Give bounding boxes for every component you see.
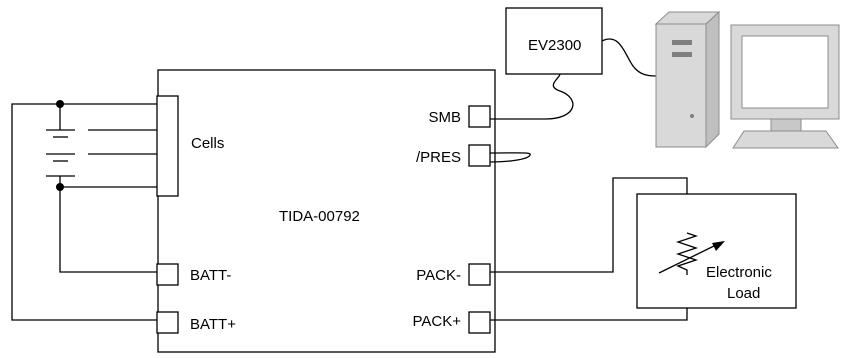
ev2300-box [505, 7, 603, 75]
pack-minus-connector [468, 263, 491, 286]
batt-minus-wire [59, 187, 157, 273]
pack-minus-label: PACK- [416, 267, 461, 284]
battery-icon [46, 104, 75, 187]
batt-minus-connector [156, 263, 179, 286]
pres-connector [468, 144, 491, 167]
batt-minus-label: BATT- [190, 267, 231, 284]
pack-plus-label: PACK+ [413, 313, 462, 330]
monitor-icon [730, 24, 840, 149]
cells-label: Cells [191, 135, 224, 152]
smb-connector [468, 105, 491, 128]
board-label: TIDA-00792 [279, 208, 360, 225]
batt-plus-connector [156, 311, 179, 334]
usb-cable [601, 38, 657, 77]
batt-plus-label: BATT+ [190, 316, 236, 333]
pres-label: /PRES [416, 149, 461, 166]
ev2300-label: EV2300 [528, 37, 581, 54]
pack-plus-connector [468, 311, 491, 334]
electronic-load-box [636, 193, 797, 309]
smb-cable [490, 73, 574, 120]
batt-plus-wire [11, 103, 157, 321]
computer-tower-icon [654, 10, 721, 149]
cells-connector [156, 95, 179, 197]
variable-resistor-icon [658, 232, 725, 275]
smb-label: SMB [428, 109, 461, 126]
load-label-line1: Electronic [706, 264, 772, 281]
tida-board [157, 69, 496, 353]
pres-loop [489, 152, 531, 163]
load-label-line2: Load [727, 285, 760, 302]
